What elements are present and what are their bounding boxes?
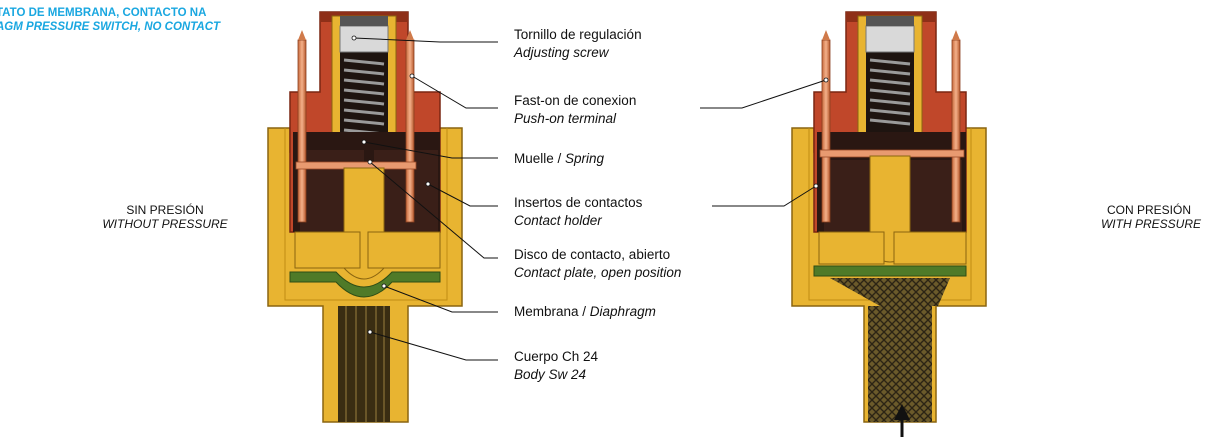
label-diaphragm: Membrana / Diaphragm <box>514 304 656 319</box>
header-line-es: TATO DE MEMBRANA, CONTACTO NA <box>0 7 207 19</box>
label-spring: Muelle / Spring <box>514 151 605 166</box>
diagram-header: TATO DE MEMBRANA, CONTACTO NA AGM PRESSU… <box>0 6 220 34</box>
leader-lines <box>353 37 827 361</box>
state-with-pressure: CON PRESIÓN WITH PRESSURE <box>1063 203 1213 231</box>
push-on-terminal-right <box>405 39 415 223</box>
label-adjusting-screw: Tornillo de regulación Adjusting screw <box>514 27 642 60</box>
state-without-pressure-en: WITHOUT PRESSURE <box>102 217 228 231</box>
label-push-on-terminal: Fast-on de conexion Push-on terminal <box>514 93 637 126</box>
state-with-pressure-es: CON PRESIÓN <box>1106 203 1191 217</box>
state-with-pressure-en: WITH PRESSURE <box>1100 217 1201 231</box>
arrow-up-icon <box>894 404 910 437</box>
switch-with-pressure <box>791 11 987 423</box>
diaphragm-relaxed <box>289 271 441 298</box>
push-on-terminal-left <box>821 39 831 223</box>
label-contact-plate: Disco de contacto, abierto Contact plate… <box>514 247 682 280</box>
push-on-terminal-right <box>951 39 961 223</box>
state-without-pressure-es: SIN PRESIÓN <box>126 203 204 217</box>
push-on-terminal-left <box>297 39 307 223</box>
header-line-en: AGM PRESSURE SWITCH, NO CONTACT <box>0 21 221 33</box>
adjusting-screw <box>865 25 915 53</box>
state-without-pressure: SIN PRESIÓN WITHOUT PRESSURE <box>90 203 240 231</box>
spring-coils <box>869 58 911 126</box>
leader-dots <box>351 35 829 335</box>
switch-without-pressure <box>267 11 463 423</box>
label-contact-holder: Insertos de contactos Contact holder <box>514 195 643 228</box>
diaphragm-deflected <box>813 265 967 277</box>
label-body: Cuerpo Ch 24 Body Sw 24 <box>514 349 599 382</box>
